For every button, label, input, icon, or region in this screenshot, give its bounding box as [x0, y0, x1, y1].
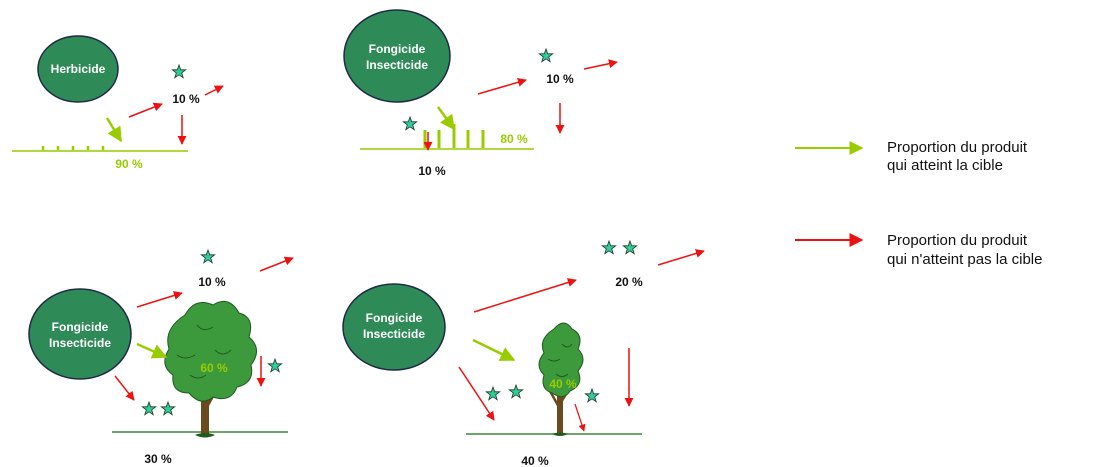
legend-on-target-line2: qui atteint la cible: [887, 157, 1003, 174]
fongicide-tree-large-ellipse-line1: Fongicide: [52, 320, 109, 334]
fongicide-tree-small-star-ground-2: [508, 384, 524, 399]
fongicide-tree-small-leaf-arrow: [574, 403, 586, 432]
herbicide-drift-pct: 10 %: [172, 92, 200, 106]
fongicide-tree-small-ellipse-line2: Insecticide: [363, 327, 425, 341]
fongicide-tree-large-on-target-arrow: [136, 342, 168, 359]
fongicide-tree-large-drift-arrow-2: [259, 256, 294, 272]
fongicide-tree-small-ground-arrow: [458, 366, 495, 421]
fongicide-field-drift-pct: 10 %: [546, 72, 574, 86]
legend: Proportion du produit qui atteint la cib…: [795, 139, 1042, 268]
legend-off-target-line1: Proportion du produit: [887, 232, 1028, 249]
fongicide-tree-small-star-right: [584, 388, 600, 403]
fongicide-tree-large-drift-pct: 10 %: [198, 275, 226, 289]
legend-on-target-line1: Proportion du produit: [887, 139, 1028, 156]
herbicide-star: [171, 64, 187, 79]
herbicide-drift-arrow-2: [204, 85, 224, 96]
fongicide-field-ellipse: [343, 9, 451, 103]
fongicide-field-ground-pct: 10 %: [418, 164, 446, 178]
panel-fongicide-tree-small: Fongicide Insecticide 20 % 40 % 40 %: [342, 240, 705, 467]
fongicide-tree-large-ground-pct: 30 %: [144, 452, 172, 466]
fongicide-tree-small-ground-pct: 40 %: [521, 454, 549, 467]
panel-fongicide-field: Fongicide Insecticide 10 % 80 % 10 %: [343, 9, 618, 178]
herbicide-ellipse: [37, 35, 119, 103]
fongicide-tree-small-on-target-arrow: [472, 338, 516, 362]
herbicide-drift-arrow: [128, 102, 163, 118]
herbicide-seedlings: [41, 146, 105, 150]
fongicide-field-ellipse-line1: Fongicide: [369, 42, 426, 56]
fongicide-tree-large-star-drift: [200, 249, 216, 264]
fongicide-field-on-target-arrow: [436, 106, 456, 131]
fongicide-tree-large-star-ground-2: [160, 401, 176, 416]
legend-off-target-line2: qui n'atteint pas la cible: [887, 251, 1042, 268]
fongicide-tree-small-drift-pct: 20 %: [615, 275, 643, 289]
fongicide-tree-large-drift-arrow: [136, 291, 183, 308]
fongicide-tree-small-star-drift-1: [601, 240, 617, 255]
fongicide-tree-small-ellipse: [342, 283, 446, 371]
fongicide-tree-small-drift-arrow: [473, 278, 577, 313]
fongicide-field-ellipse-line2: Insecticide: [366, 58, 428, 72]
fongicide-tree-large-star-ground-1: [141, 401, 157, 416]
panel-herbicide: Herbicide 10 % 90 %: [12, 35, 224, 171]
fongicide-tree-large-ground-arrow: [114, 375, 135, 401]
fongicide-tree-small-star-ground-1: [485, 386, 501, 401]
fongicide-tree-large-on-target-pct: 60 %: [200, 361, 228, 375]
panel-fongicide-tree-large: Fongicide Insecticide 10 % 60 % 30 %: [28, 249, 294, 466]
herbicide-ellipse-label: Herbicide: [51, 62, 106, 76]
fongicide-tree-large-ellipse-line2: Insecticide: [49, 336, 111, 350]
fongicide-field-on-target-pct: 80 %: [500, 132, 528, 146]
fongicide-tree-small-on-target-pct: 40 %: [549, 377, 577, 391]
fongicide-field-drift-arrow: [477, 77, 527, 95]
fongicide-field-drift-arrow-2: [583, 59, 618, 70]
fongicide-tree-small-drift-arrow-2: [657, 249, 705, 266]
fongicide-tree-small-star-drift-2: [622, 240, 638, 255]
fongicide-tree-large-ellipse: [28, 288, 132, 380]
herbicide-on-target-pct: 90 %: [115, 157, 143, 171]
herbicide-on-target-arrow: [105, 117, 123, 143]
fongicide-tree-large-star-right: [267, 358, 283, 373]
fongicide-field-star-ground: [402, 116, 418, 131]
fongicide-tree-small-ellipse-line1: Fongicide: [366, 311, 423, 325]
fongicide-field-star-drift: [538, 48, 554, 63]
